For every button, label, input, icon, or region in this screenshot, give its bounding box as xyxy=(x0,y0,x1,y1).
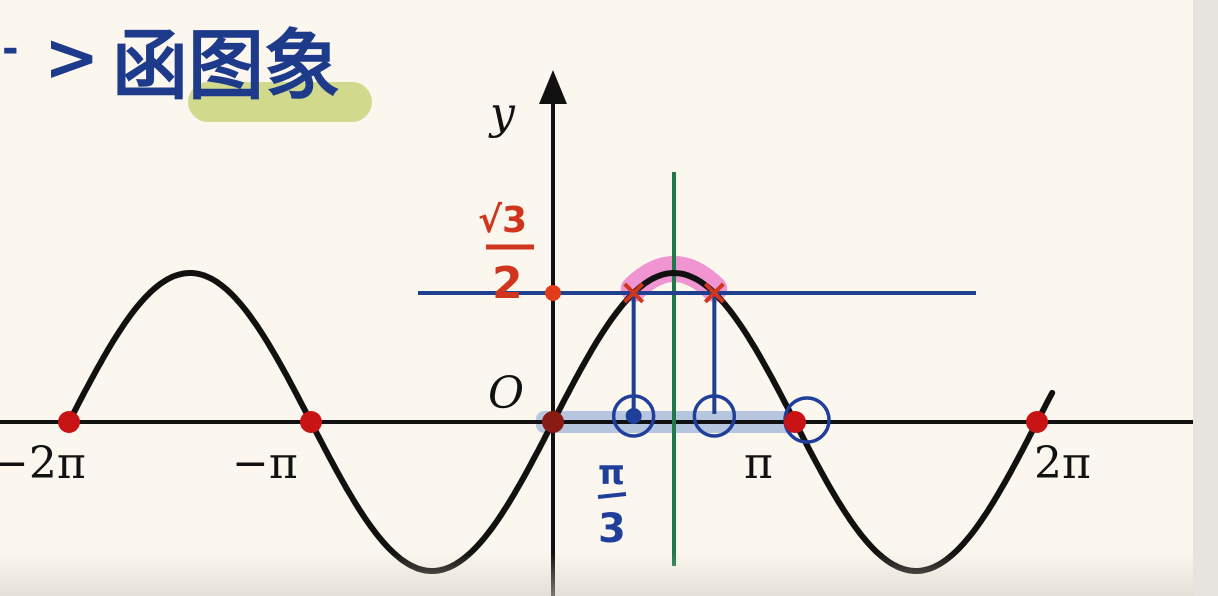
y-axis-arrowhead xyxy=(539,70,567,104)
intersection-markers xyxy=(611,282,831,444)
annotation-pi-numerator: π xyxy=(598,453,625,493)
tick-label-2pi: 2π xyxy=(1034,438,1091,489)
tick-label-pi: π xyxy=(744,438,773,489)
tick-label-neg-pi: −π xyxy=(232,438,298,489)
y-axis-label: y xyxy=(488,88,516,139)
annotation-root3-over-2: √3 2 xyxy=(478,200,534,309)
annotation-pi-fraction-bar xyxy=(597,492,627,499)
x-position-circle xyxy=(611,394,656,438)
y-intercept-dot xyxy=(545,284,561,301)
heading-text: 函图象 xyxy=(112,21,340,110)
zero-points xyxy=(57,411,1049,433)
zero-point-dot xyxy=(784,411,807,433)
heading-dash: - xyxy=(2,26,19,72)
annotation-denominator: 2 xyxy=(492,258,523,309)
annotation-numerator: √3 xyxy=(478,200,527,241)
x-position-dot xyxy=(625,408,642,424)
intersection-cross xyxy=(703,282,725,304)
heading: - > 函图象 xyxy=(2,19,372,122)
video-edge-strip xyxy=(1193,0,1218,596)
x-position-circle xyxy=(692,394,737,438)
zero-point-dot xyxy=(299,411,322,433)
heading-highlight-marker xyxy=(188,82,372,122)
x-tick-labels: −2π −π π 2π xyxy=(0,438,1091,489)
annotation-pi-over-3: π 3 xyxy=(597,453,627,552)
tick-label-neg-2pi: −2π xyxy=(0,438,86,489)
zero-point-dot xyxy=(57,411,80,433)
intersection-cross xyxy=(623,282,645,304)
zero-point-dot xyxy=(542,411,564,433)
zero-point-dot xyxy=(1026,411,1049,433)
origin-label: O xyxy=(488,368,524,419)
heading-arrow: > xyxy=(44,19,99,96)
annotation-pi-denominator: 3 xyxy=(598,506,626,552)
